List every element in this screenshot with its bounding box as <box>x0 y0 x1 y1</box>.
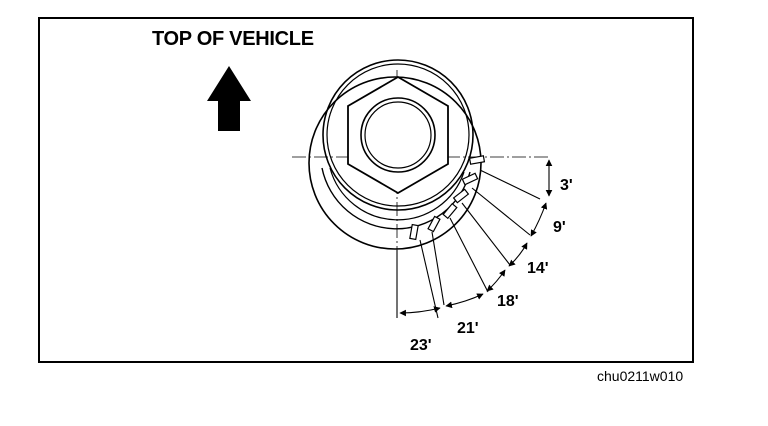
figure-caption: chu0211w010 <box>597 368 684 384</box>
alignment-marks <box>409 155 486 241</box>
angle-label-18: 18' <box>497 293 519 310</box>
angle-dimension-arrows <box>399 159 553 317</box>
nut-hexagon <box>347 75 449 195</box>
angle-radial-lines <box>396 169 541 319</box>
top-of-vehicle-label: TOP OF VEHICLE <box>152 28 314 50</box>
mark-3 <box>468 155 486 165</box>
mark-9 <box>461 172 479 186</box>
angle-label-3: 3' <box>560 177 573 194</box>
mark-14 <box>452 188 470 204</box>
mark-21 <box>427 215 441 233</box>
angle-label-21: 21' <box>457 320 479 337</box>
bolt-circle-inner <box>364 101 432 169</box>
mark-23 <box>409 223 419 241</box>
hub-ring-outer <box>322 59 474 211</box>
bolt-circle-outer <box>360 97 436 173</box>
up-arrow-icon <box>207 66 251 131</box>
angle-label-14: 14' <box>527 260 549 277</box>
diagram-frame <box>38 17 694 363</box>
washer-band-arc-inner <box>329 167 465 221</box>
outer-washer-circle <box>308 76 482 250</box>
angle-label-9: 9' <box>553 219 566 236</box>
hub-ring-inner <box>326 63 470 207</box>
mark-18 <box>442 202 458 220</box>
angle-label-23: 23' <box>410 337 432 354</box>
